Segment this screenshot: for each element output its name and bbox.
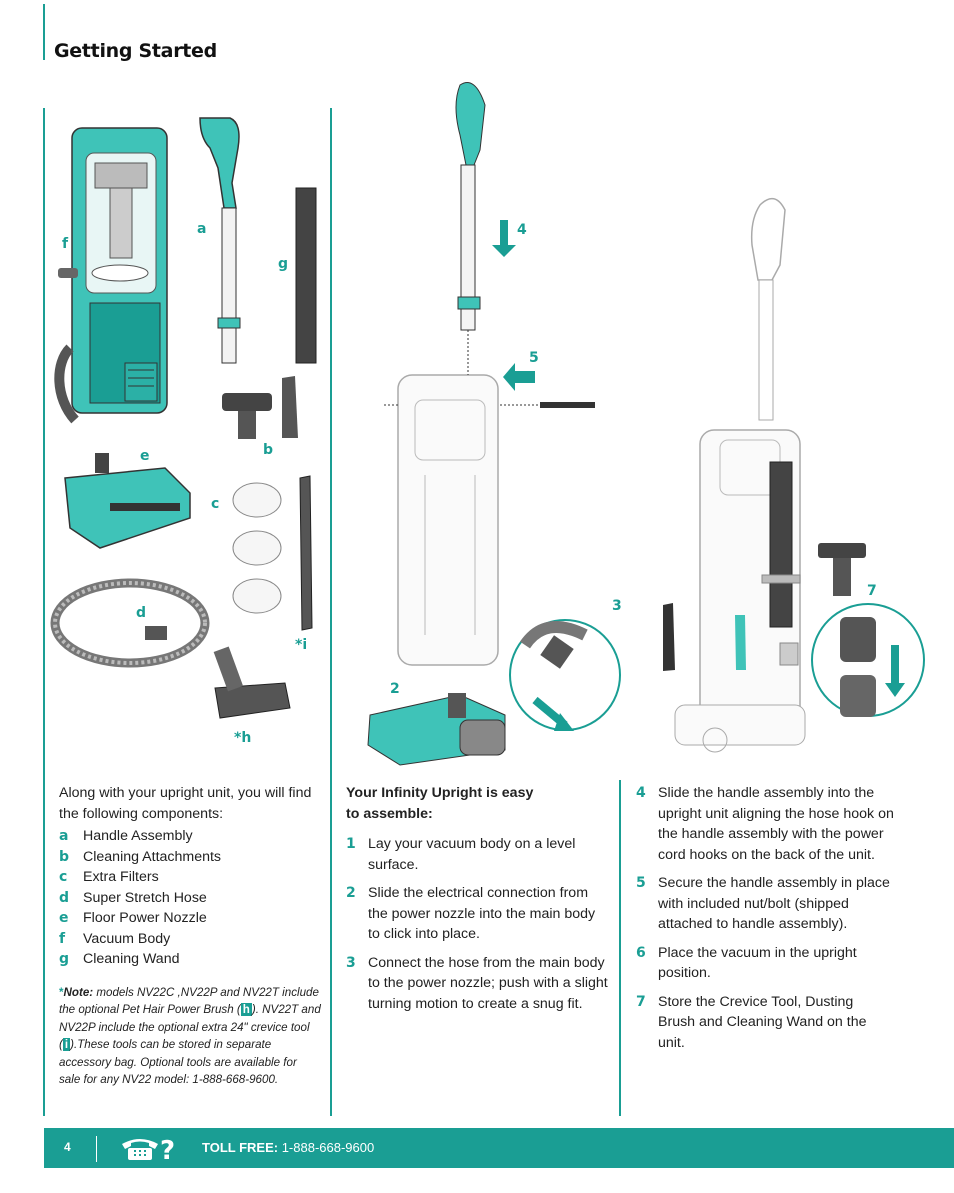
divider-right	[619, 780, 621, 1116]
floor-power-nozzle-illustration	[64, 453, 191, 549]
cleaning-wand-illustration	[295, 187, 317, 364]
vacuum-body-illustration	[54, 127, 168, 424]
label-step-5: 5	[529, 350, 539, 366]
label-f: f	[62, 236, 69, 252]
label-g: g	[278, 256, 289, 272]
title-accent-bar	[43, 4, 45, 60]
footer-bar: 4 ? TOLL FREE: 1-888-668-9600	[44, 1128, 954, 1168]
cleaning-attachments-illustration	[222, 376, 298, 439]
components-column: Along with your upright unit, you will f…	[59, 783, 321, 1100]
label-a: a	[197, 221, 207, 237]
upright-illustration	[663, 197, 925, 753]
label-i: *i	[295, 637, 308, 653]
optional-tools-note: *Note: models NV22C ,NV22P and NV22T inc…	[59, 985, 321, 1087]
footer-separator	[96, 1136, 97, 1162]
components-illustration	[50, 117, 317, 719]
super-stretch-hose-illustration	[50, 578, 210, 668]
label-c: c	[211, 496, 220, 512]
handle-assembly-illustration	[199, 117, 241, 364]
page-title: Getting Started	[54, 40, 217, 62]
divider-left	[43, 108, 45, 1116]
page-number: 4	[64, 1140, 71, 1154]
label-step-2: 2	[390, 681, 400, 697]
toll-free-number: TOLL FREE: 1-888-668-9600	[202, 1140, 375, 1155]
assembly-illustration	[367, 82, 621, 766]
divider-middle	[330, 108, 332, 1116]
label-h: *h	[234, 730, 252, 746]
extra-filters-illustration	[232, 482, 282, 614]
components-intro: Along with your upright unit, you will f…	[59, 785, 312, 822]
svg-text:?: ?	[160, 1136, 175, 1162]
phone-help-icon: ?	[122, 1136, 175, 1162]
label-step-3: 3	[612, 598, 622, 614]
crevice-tool-illustration	[299, 475, 313, 631]
pet-hair-power-brush-illustration	[213, 646, 291, 719]
label-step-4: 4	[517, 222, 527, 238]
label-e: e	[140, 448, 150, 464]
label-step-7: 7	[867, 583, 877, 599]
label-d: d	[136, 605, 147, 621]
label-b: b	[263, 442, 274, 458]
